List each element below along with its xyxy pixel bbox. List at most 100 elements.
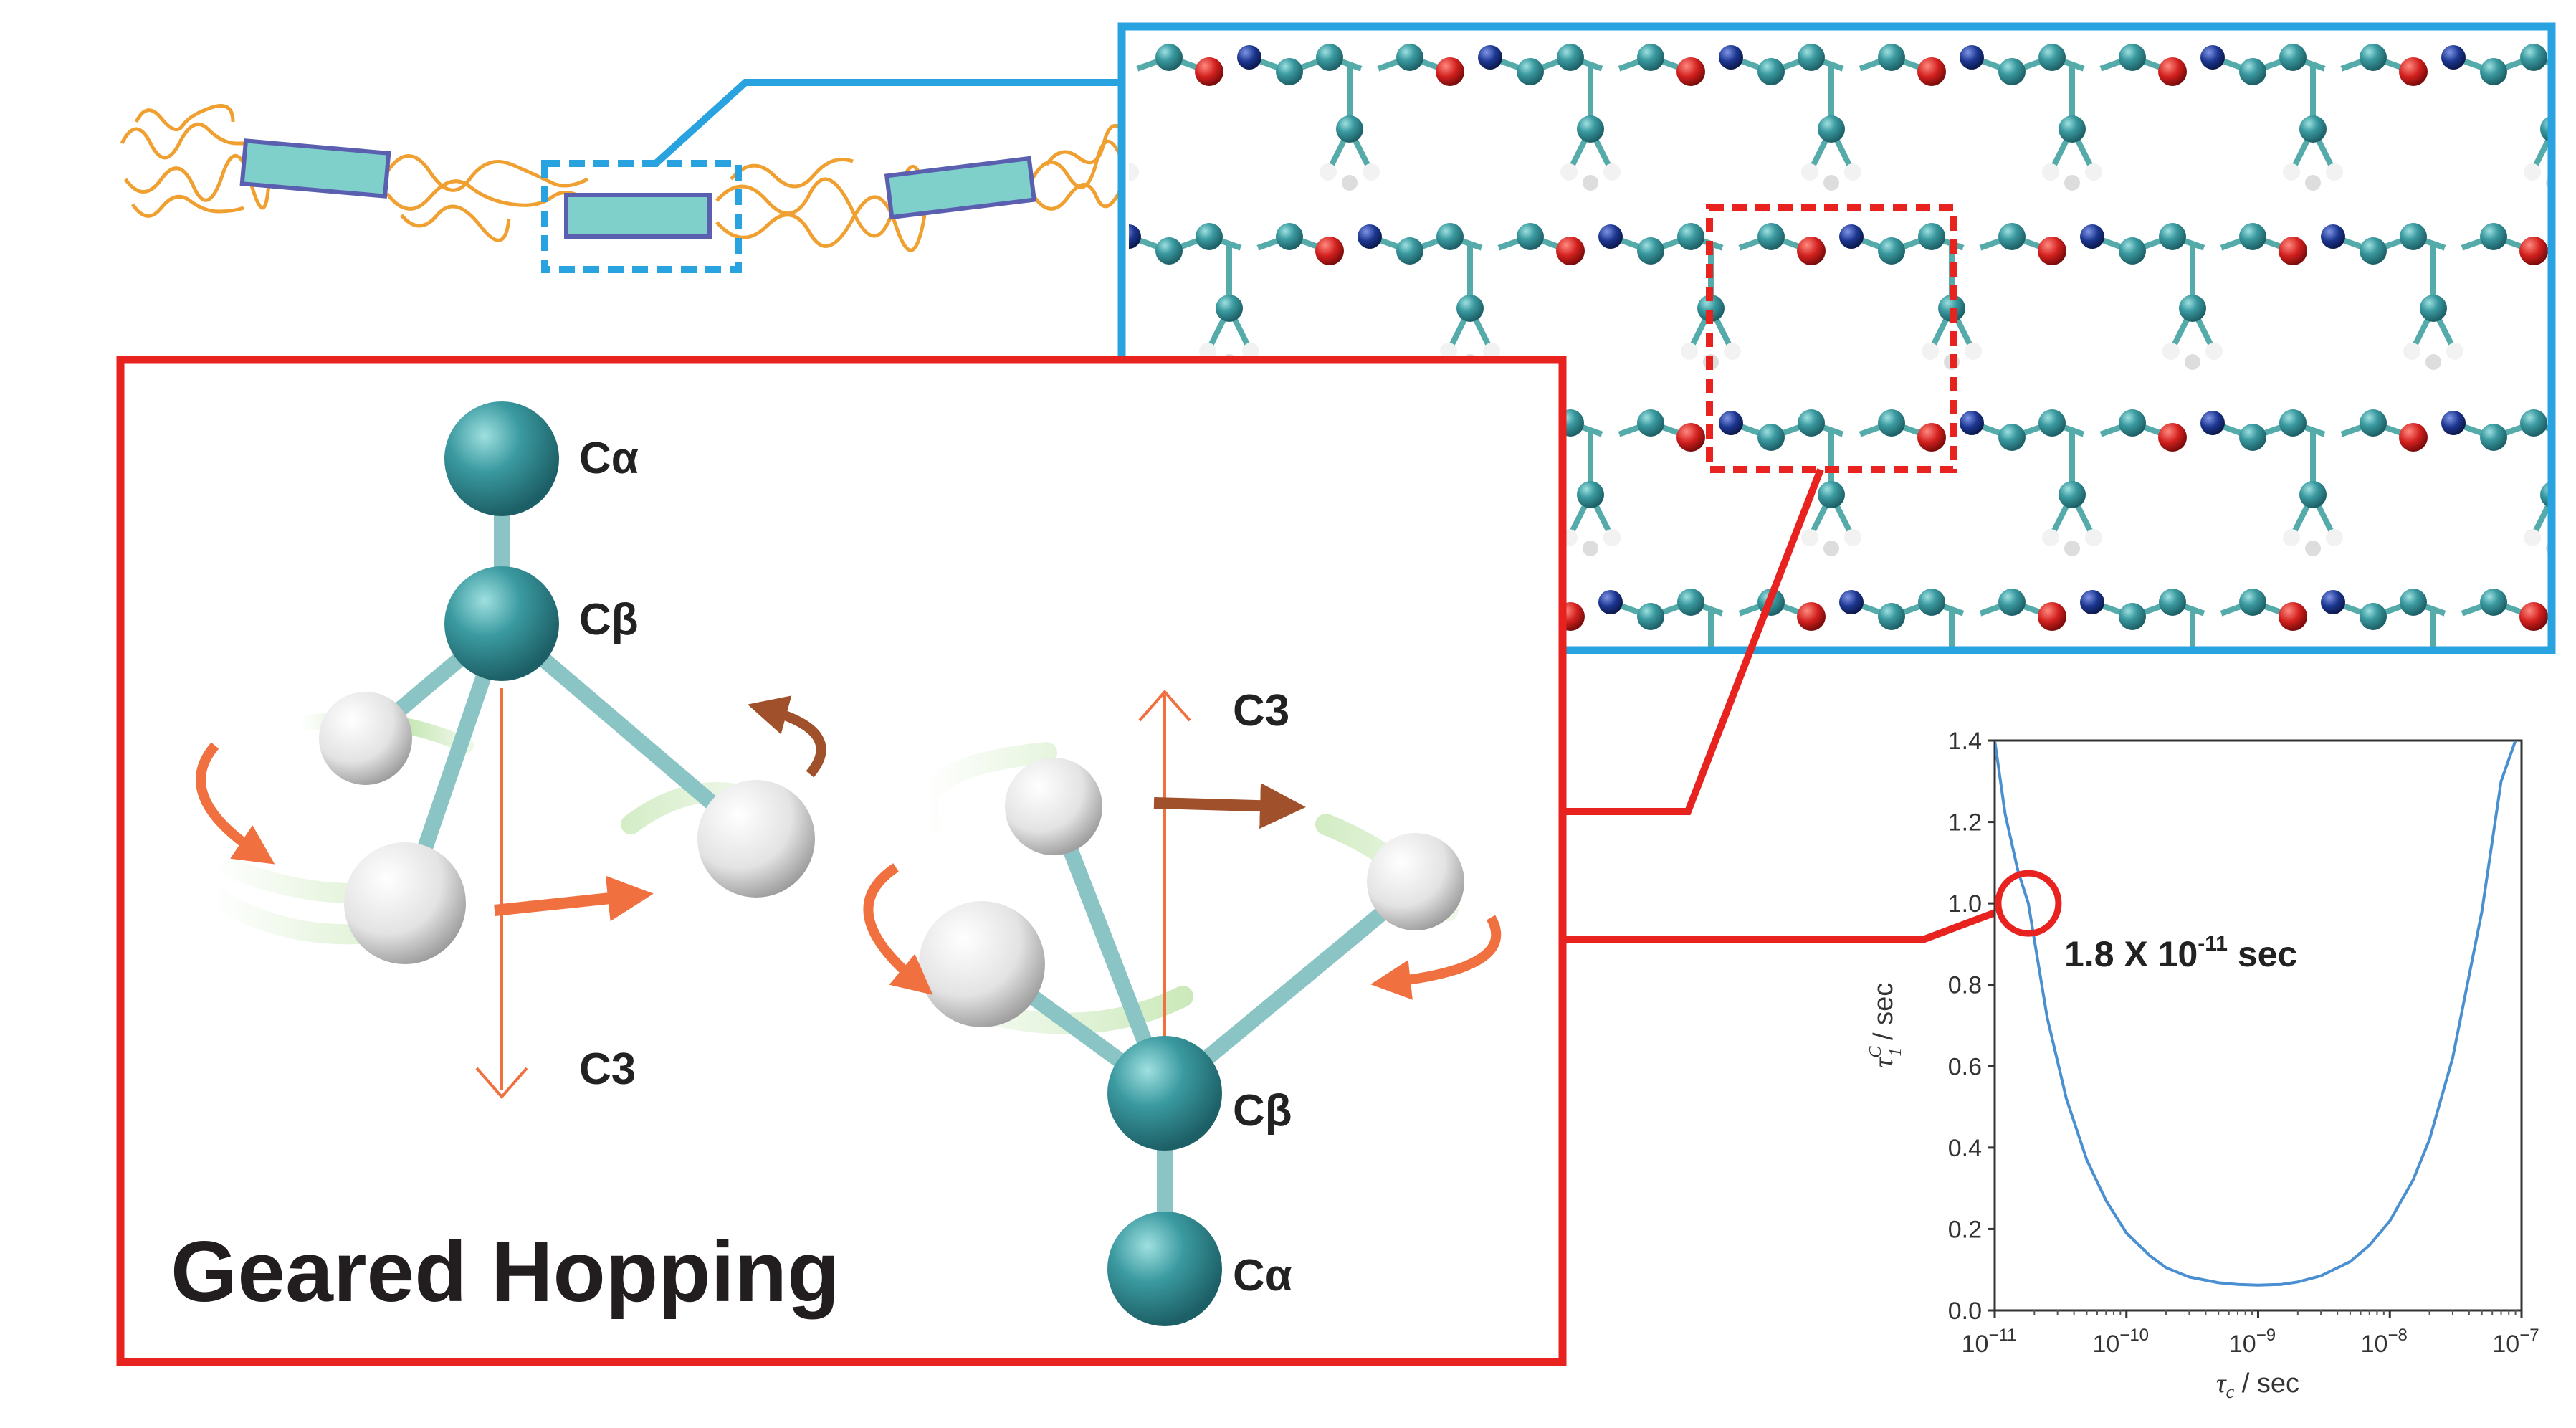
carbon-atom: [2360, 603, 2387, 630]
hydrogen-atom: [2305, 175, 2321, 191]
hydrogen-atom: [1842, 62, 1861, 81]
hydrogen-atom: [2085, 529, 2102, 546]
carbon-atom: [1757, 223, 1785, 250]
hydrogen-atom: [2324, 428, 2342, 447]
y-axis-label: τC1 / sec: [1866, 983, 1905, 1067]
carbon-atom: [1818, 115, 1845, 143]
carbon-atom: [1456, 295, 1484, 322]
geared-hopping-panel: Cα Cβ C3 C3 Cβ Cα: [116, 356, 1567, 1366]
x-tick-label: 10−8: [2361, 1325, 2408, 1358]
carbon-atom: [1697, 295, 1725, 322]
carbon-atom: [2239, 58, 2266, 85]
carbon-atom: [2038, 409, 2066, 437]
y-tick-label: 1.2: [1948, 809, 1982, 837]
nitrogen-atom: [1960, 45, 1984, 70]
nitrogen-atom: [1839, 224, 1864, 249]
geared-hopping-frame: [116, 356, 1567, 1366]
hydrogen-atom: [1823, 175, 1839, 191]
unit-highlight-box: [1706, 204, 1957, 473]
tau-curve: [1995, 741, 2517, 1287]
hydrogen-atom: [2403, 343, 2420, 360]
carbon-atom: [1918, 589, 1945, 616]
methyl-rotor-left: Cα Cβ C3: [196, 401, 826, 1100]
hydrogen-atom: [2185, 720, 2200, 736]
y-tick-label: 1.4: [1948, 728, 1982, 755]
hydrogen-atom: [1722, 607, 1740, 626]
panel-title: Geared Hopping: [171, 1224, 839, 1320]
carbon-atom: [1196, 223, 1223, 250]
hydrogen-atom: [1481, 242, 1499, 260]
lattice-bond: [2554, 129, 2575, 172]
hydrogen-atom: [2283, 529, 2300, 546]
nitrogen-atom: [2200, 45, 2225, 70]
nitrogen-atom: [2321, 224, 2345, 249]
polymer-strands: [120, 104, 1156, 252]
hydrogen-atom: [1199, 343, 1216, 360]
hydrogen-atom: [1583, 175, 1598, 191]
hydrogen-atom: [2162, 343, 2180, 360]
zoom-selection-box: [541, 160, 742, 273]
nitrogen-atom: [1719, 411, 1743, 435]
rotation-arrow-icon: [196, 742, 275, 865]
carbon-atom: [1998, 223, 2026, 250]
hydrogen-atom: [2305, 541, 2321, 556]
lattice-bond: [1008, 57, 1049, 72]
nitrogen-atom: [1237, 45, 1261, 70]
carbon-atom: [2480, 424, 2507, 451]
oxygen-atom: [2399, 423, 2428, 452]
lattice-bond: [2554, 495, 2575, 538]
hydrogen-atom: [1240, 242, 1259, 260]
carbon-atom: [1276, 58, 1303, 85]
oxygen-atom: [1797, 602, 1826, 631]
nitrogen-atom: [996, 45, 1021, 70]
label-c-beta-right: Cβ: [1233, 1086, 1292, 1136]
label-c-beta-left: Cβ: [579, 595, 639, 644]
carbon-atom: [1577, 481, 1604, 508]
hydrogen-atom: [1129, 163, 1139, 181]
oxygen-atom: [1315, 237, 1344, 265]
c-alpha-atom-left: [444, 401, 559, 516]
carbon-atom: [2299, 115, 2327, 143]
hydrogen-atom: [2546, 543, 2548, 554]
nitrogen-atom: [2441, 411, 2466, 435]
hydrogen-atom: [1603, 529, 1621, 546]
x-tick-label: 10−11: [1962, 1325, 2017, 1358]
carbon-atom: [2038, 44, 2066, 71]
carbon-atom: [1155, 44, 1183, 71]
crystal-lattice-panel: [975, 22, 2576, 736]
hydrogen-atom: [1844, 163, 1861, 181]
oxygen-atom: [2158, 57, 2187, 86]
zoom-connector-red: [1565, 468, 1824, 815]
nitrogen-atom: [2562, 224, 2576, 249]
carbon-atom: [1517, 223, 1544, 250]
oxygen-atom: [1556, 237, 1585, 265]
carbon-atom: [1798, 44, 1825, 71]
hydrogen-atom: [2425, 354, 2441, 370]
x-tick-label: 10−10: [2092, 1325, 2149, 1358]
hydrogen-atom: [2205, 708, 2223, 725]
carbon-atom: [2540, 482, 2548, 508]
hydrogen-atom: [2326, 529, 2343, 546]
carbon-atom: [1938, 660, 1965, 687]
y-tick-label: 0.0: [1948, 1298, 1982, 1325]
carbon-atom: [1637, 409, 1664, 437]
hydrogen-atom: [2083, 428, 2102, 447]
rotation-arrow-icon: [863, 863, 933, 995]
carbon-atom: [2119, 603, 2146, 630]
carbon-atom: [1998, 58, 2026, 85]
fiber-rod-right: [884, 156, 1037, 220]
carbon-atom: [2480, 58, 2507, 85]
carbon-atom: [1577, 115, 1604, 143]
carbon-atom: [1878, 603, 1905, 630]
c-beta-atom-left: [444, 566, 559, 681]
nitrogen-atom: [2441, 45, 2466, 70]
lattice-bond: [1049, 237, 1089, 251]
nitrogen-atom: [2321, 590, 2345, 614]
hydrogen-atom: [2085, 163, 2102, 181]
hydrogen-atom: [2446, 708, 2463, 725]
carbon-atom: [975, 295, 1002, 322]
hydrogen-atom: [2524, 163, 2541, 181]
carbon-atom: [1035, 223, 1062, 250]
label-c-alpha-left: Cα: [579, 434, 639, 483]
